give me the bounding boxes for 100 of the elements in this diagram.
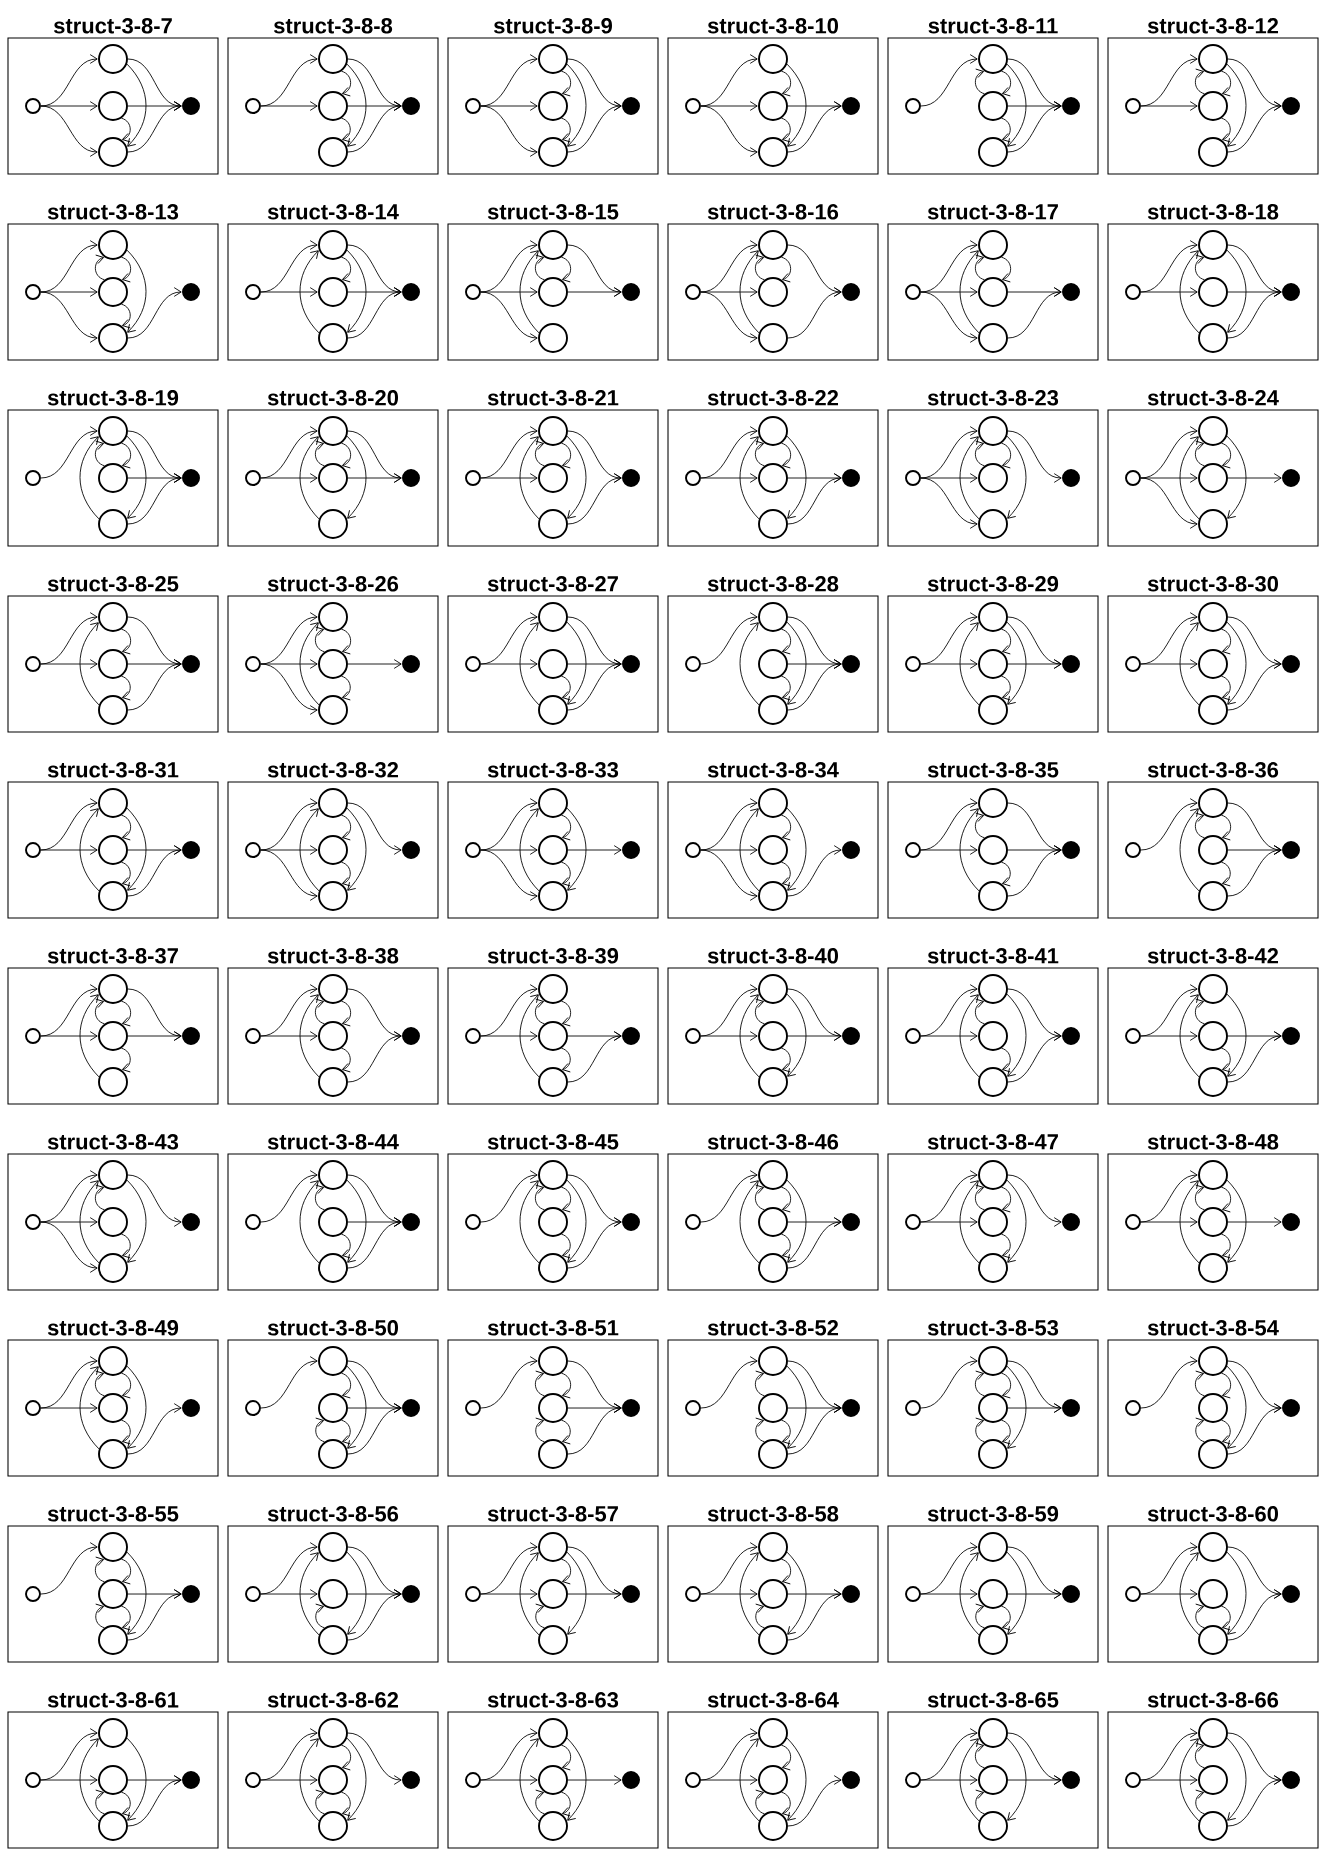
source-circle (245, 1586, 261, 1602)
sink-circle (622, 1213, 640, 1231)
node-label: struct-3-8-14 (267, 204, 399, 220)
node-circle (318, 649, 348, 679)
node-label: struct-3-8-46 (707, 1134, 839, 1150)
sink-circle (182, 1027, 200, 1045)
node-circle (318, 277, 348, 307)
node-circle (978, 1207, 1008, 1237)
node-circle (318, 509, 348, 539)
node-circle (318, 974, 348, 1004)
sink-circle (182, 841, 200, 859)
node-circle (978, 463, 1008, 493)
node-circle (318, 91, 348, 121)
node-label: struct-3-8-26 (267, 576, 399, 592)
graph-panel: struct-3-8-36 (1107, 762, 1319, 919)
node-circle (1198, 881, 1228, 911)
source-circle (1125, 1772, 1141, 1788)
node-circle (318, 230, 348, 260)
source-circle (245, 1400, 261, 1416)
node-circle (758, 323, 788, 353)
graph-panel: struct-3-8-26 (227, 576, 439, 733)
node-label: struct-3-8-11 (928, 18, 1058, 34)
node-circle (538, 137, 568, 167)
node-circle (318, 788, 348, 818)
source-circle (465, 842, 481, 858)
node-circle (98, 1160, 128, 1190)
node-circle (758, 1393, 788, 1423)
node-label: struct-3-8-31 (47, 762, 179, 778)
node-circle (318, 602, 348, 632)
source-circle (685, 1772, 701, 1788)
node-label: struct-3-8-57 (487, 1506, 618, 1522)
sink-circle (182, 655, 200, 673)
node-circle (1198, 974, 1228, 1004)
node-circle (978, 137, 1008, 167)
source-circle (25, 1028, 41, 1044)
node-circle (98, 1625, 128, 1655)
graph-panel: struct-3-8-27 (447, 576, 659, 733)
node-label: struct-3-8-9 (493, 18, 612, 34)
sink-circle (1062, 841, 1080, 859)
node-circle (978, 1393, 1008, 1423)
node-circle (978, 835, 1008, 865)
node-circle (1198, 416, 1228, 446)
node-circle (1198, 695, 1228, 725)
node-circle (98, 1765, 128, 1795)
node-label: struct-3-8-13 (47, 204, 179, 220)
node-label: struct-3-8-12 (1147, 18, 1279, 34)
sink-circle (622, 283, 640, 301)
node-label: struct-3-8-20 (267, 390, 399, 406)
source-circle (1125, 470, 1141, 486)
node-label: struct-3-8-17 (927, 204, 1058, 220)
node-circle (538, 974, 568, 1004)
node-label: struct-3-8-41 (927, 948, 1059, 964)
node-circle (538, 1253, 568, 1283)
node-circle (1198, 1811, 1228, 1841)
graph-panel: struct-3-8-65 (887, 1692, 1099, 1849)
graph-panel: struct-3-8-61 (7, 1692, 219, 1849)
sink-circle (622, 97, 640, 115)
node-label: struct-3-8-28 (707, 576, 839, 592)
node-circle (98, 137, 128, 167)
node-circle (318, 1346, 348, 1376)
node-label: struct-3-8-42 (1147, 948, 1279, 964)
node-circle (538, 1207, 568, 1237)
graph-panel: struct-3-8-55 (7, 1506, 219, 1663)
graph-panel: struct-3-8-44 (227, 1134, 439, 1291)
node-circle (538, 323, 568, 353)
source-circle (245, 284, 261, 300)
node-circle (318, 1067, 348, 1097)
node-circle (318, 463, 348, 493)
node-circle (758, 602, 788, 632)
node-label: struct-3-8-33 (487, 762, 619, 778)
sink-circle (402, 469, 420, 487)
node-circle (1198, 1021, 1228, 1051)
node-circle (98, 1067, 128, 1097)
node-label: struct-3-8-22 (707, 390, 839, 406)
source-circle (905, 1400, 921, 1416)
graph-panel: struct-3-8-41 (887, 948, 1099, 1105)
node-circle (978, 788, 1008, 818)
node-circle (538, 463, 568, 493)
sink-circle (1282, 1213, 1300, 1231)
node-circle (758, 416, 788, 446)
graph-panel: struct-3-8-35 (887, 762, 1099, 919)
sink-circle (402, 97, 420, 115)
sink-circle (402, 1399, 420, 1417)
sink-circle (1282, 655, 1300, 673)
node-label: struct-3-8-25 (47, 576, 179, 592)
sink-circle (1062, 1027, 1080, 1045)
node-circle (1198, 1067, 1228, 1097)
node-label: struct-3-8-47 (927, 1134, 1058, 1150)
source-circle (1125, 1214, 1141, 1230)
node-label: struct-3-8-45 (487, 1134, 619, 1150)
sink-circle (1062, 655, 1080, 673)
node-circle (978, 1021, 1008, 1051)
node-circle (978, 649, 1008, 679)
source-circle (905, 1214, 921, 1230)
node-circle (98, 1439, 128, 1469)
sink-circle (182, 1585, 200, 1603)
sink-circle (1062, 1585, 1080, 1603)
sink-circle (402, 655, 420, 673)
node-circle (758, 881, 788, 911)
node-circle (758, 91, 788, 121)
